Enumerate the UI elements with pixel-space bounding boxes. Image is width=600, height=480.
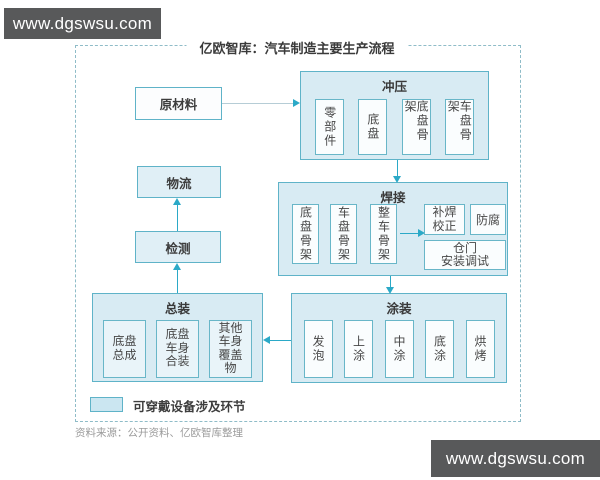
watermark-top: www.dgswsu.com	[4, 8, 161, 39]
process-item-door-install: 仓门 安装调试	[424, 240, 506, 270]
process-item-label: 发泡	[311, 335, 325, 363]
section-painting-title: 涂装	[386, 302, 412, 316]
section-painting-body: 发泡 上涂 中涂 底涂 烘烤	[292, 316, 506, 382]
process-item-label: 仓门 安装调试	[440, 240, 489, 268]
arrow-welding-to-painting-head	[386, 287, 394, 294]
node-raw-material: 原材料	[135, 87, 222, 120]
process-item-label: 其他 车身 覆盖 物	[218, 320, 243, 375]
arrow-raw-to-stamping-head	[293, 99, 300, 107]
arrow-inspection-to-logistics-head	[173, 198, 181, 205]
section-assembly-body: 底盘 总成 底盘 车身 合装 其他 车身 覆盖 物	[93, 316, 262, 381]
section-painting: 涂装 发泡 上涂 中涂 底涂 烘烤	[291, 293, 507, 383]
process-item-label: 补焊 校正	[432, 205, 457, 233]
process-item-label: 底盘骨架	[403, 99, 430, 142]
node-logistics: 物流	[137, 166, 221, 198]
legend-swatch	[90, 397, 123, 412]
process-item-label: 底涂	[432, 335, 447, 363]
process-item-label: 防腐	[475, 213, 500, 227]
process-item-mid-coat: 中涂	[384, 320, 414, 378]
section-stamping-body: 零部件 底盘 底盘骨架 车盘骨架	[301, 94, 488, 159]
section-welding-title: 焊接	[380, 191, 406, 205]
arrow-welding-internal-head	[418, 229, 425, 237]
legend-label: 可穿戴设备涉及环节	[133, 400, 246, 414]
process-item-label: 底盘骨架	[298, 206, 313, 262]
process-item-foaming: 发泡	[303, 320, 333, 378]
arrow-stamping-to-welding-head	[393, 176, 401, 183]
process-item-base-coat: 底涂	[425, 320, 454, 378]
section-stamping: 冲压 零部件 底盘 底盘骨架 车盘骨架	[300, 71, 489, 160]
process-item-parts: 零部件	[315, 98, 345, 155]
process-item-full-frame: 整车骨架	[370, 204, 397, 264]
process-item-chassis-body-join: 底盘 车身 合装	[156, 319, 199, 378]
arrow-assembly-to-inspection-head	[173, 263, 181, 270]
section-stamping-title: 冲压	[381, 80, 407, 94]
section-welding: 焊接 底盘骨架 车盘骨架 整车骨架 补焊 校正 防腐 仓门 安装调试	[278, 182, 508, 276]
process-item-chassis: 底盘	[358, 98, 388, 155]
section-assembly: 总装 底盘 总成 底盘 车身 合装 其他 车身 覆盖 物	[92, 293, 263, 382]
node-inspection: 检测	[135, 231, 221, 263]
process-item-chassis-frame: 底盘骨架	[401, 98, 431, 155]
process-item-label: 车盘骨架	[336, 206, 351, 262]
process-item-top-coat: 上涂	[344, 320, 373, 378]
process-item-other-coverings: 其他 车身 覆盖 物	[209, 319, 252, 378]
arrow-painting-to-assembly-head	[263, 336, 270, 344]
process-item-label: 车盘骨架	[446, 99, 473, 142]
process-item-label: 底盘 总成	[112, 334, 137, 362]
process-item-label: 中涂	[392, 335, 406, 363]
process-item-label: 零部件	[322, 105, 337, 148]
watermark-bottom: www.dgswsu.com	[431, 440, 600, 477]
process-item-chassis-assembly: 底盘 总成	[103, 319, 146, 378]
process-item-label: 上涂	[351, 335, 366, 363]
process-item-label: 底盘 车身 合装	[165, 327, 190, 369]
arrow-painting-to-assembly-line	[270, 340, 291, 341]
arrow-inspection-to-logistics-line	[177, 205, 178, 231]
arrow-stamping-to-welding-line	[397, 160, 398, 176]
process-item-label: 烘烤	[473, 335, 487, 363]
process-item-label: 整车骨架	[376, 206, 391, 262]
process-item-chassis-frame: 底盘骨架	[292, 204, 319, 264]
process-item-baking: 烘烤	[465, 320, 495, 378]
process-item-body-frame: 车盘骨架	[330, 204, 357, 264]
section-assembly-title: 总装	[164, 302, 190, 316]
process-item-repair-weld: 补焊 校正	[424, 204, 465, 235]
diagram-title: 亿欧智库：汽车制造主要生产流程	[186, 38, 408, 57]
arrow-welding-to-painting-line	[390, 276, 391, 287]
arrow-raw-to-stamping-line	[222, 103, 293, 104]
process-item-body-frame: 车盘骨架	[444, 98, 474, 155]
arrow-welding-internal-line	[400, 233, 418, 234]
source-note: 资料来源：公开资料、亿欧智库整理	[75, 427, 243, 439]
arrow-assembly-to-inspection-line	[177, 270, 178, 293]
process-item-label: 底盘	[365, 112, 380, 141]
process-item-anticorrosion: 防腐	[470, 204, 506, 235]
